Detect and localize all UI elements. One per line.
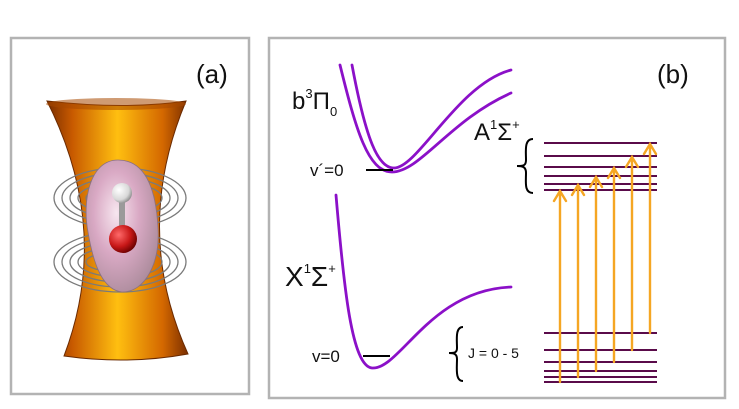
lower-rotational-levels (544, 332, 657, 383)
label-v-0: v=0 (312, 347, 340, 366)
lower-brace (448, 326, 464, 382)
curve-a1sigma (350, 63, 513, 170)
potential-curves (334, 63, 513, 370)
arrow-j1 (570, 182, 586, 379)
curve-x1sigma (334, 193, 513, 370)
panel-a: (a) (9, 36, 251, 396)
arrow-j0 (552, 188, 568, 384)
label-a1sigma: A1Σ+ (474, 117, 520, 146)
label-v-prime-0: v´=0 (310, 161, 344, 180)
label-b3pi0: b3Π0 (292, 86, 337, 119)
label-j-range: J = 0 - 5 (468, 345, 519, 361)
curve-b3pi0 (338, 63, 513, 174)
panel-b-label: (b) (657, 59, 689, 89)
heavy-atom (109, 225, 137, 253)
arrow-j3 (606, 165, 622, 364)
upper-brace (516, 138, 534, 194)
arrow-j2 (588, 174, 604, 373)
arrow-j4 (624, 154, 640, 352)
excitation-arrows (552, 141, 658, 384)
molecule-bond (119, 198, 125, 226)
label-x1sigma: X1Σ+ (285, 261, 336, 292)
hydrogen-atom (112, 183, 132, 203)
panel-a-label: (a) (196, 59, 228, 89)
trap-top-rim (46, 98, 186, 110)
panel-b: b3Π0 A1Σ+ X1Σ+ v´=0 v=0 (b) (267, 36, 727, 400)
arrow-j5 (642, 141, 658, 335)
